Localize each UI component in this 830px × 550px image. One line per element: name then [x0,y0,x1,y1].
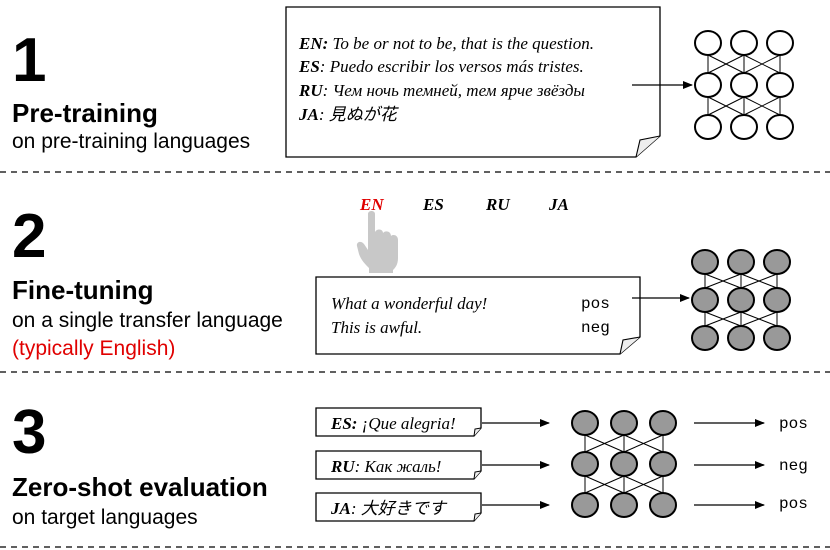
network-node [610,492,638,518]
step-note-finetuning: (typically English) [12,337,176,360]
network-node [691,249,719,275]
input-card-ru [315,450,482,480]
step-title-pretraining: Pre-training [12,98,158,128]
finetuning-example-1: What a wonderful day! [331,294,488,313]
input-card-es [315,407,482,437]
pointing-hand-icon [356,211,398,273]
network-edge [704,273,742,289]
zeroshot-input-cards [315,407,482,522]
network-node [571,410,599,436]
network-finetuned [691,249,791,351]
language-option-es: ES [423,195,444,214]
network-node [691,325,719,351]
language-option-ja: JA [549,195,569,214]
pretraining-document [285,6,661,158]
network-node [766,30,794,56]
pretraining-line-es: ES: Puedo escribir los versos más triste… [299,57,584,76]
zeroshot-output-1: pos [779,415,808,433]
network-node [763,249,791,275]
zeroshot-input-es: ES: ¡Que alegria! [331,414,456,433]
step-subtitle-zeroshot: on target languages [12,506,198,529]
step-number-3: 3 [12,398,47,467]
network-node [610,451,638,477]
network-node [694,72,722,98]
language-option-ru: RU [486,195,510,214]
network-node [571,451,599,477]
network-node [727,249,755,275]
network-edge [707,54,745,74]
network-edge [623,475,664,494]
network-node [766,114,794,140]
pretraining-line-en: EN: To be or not to be, that is the ques… [299,34,594,53]
network-node [727,287,755,313]
finetuning-document [315,276,641,355]
network-edge [704,311,742,327]
finetuning-label-2: neg [581,319,610,337]
network-edge [707,96,745,116]
language-option-en: EN [360,195,384,214]
network-edge [584,475,625,494]
step-title-zeroshot: Zero-shot evaluation [12,472,268,502]
zeroshot-input-ru: RU: Как жаль! [331,457,442,476]
network-edge [743,96,781,116]
network-node [649,410,677,436]
network-node [730,114,758,140]
step-subtitle-finetuning: on a single transfer language [12,309,283,332]
network-node [571,492,599,518]
network-edge [623,434,664,453]
network-node [694,114,722,140]
network-node [649,451,677,477]
pretraining-line-ja: JA: 見ぬが花 [299,105,397,124]
finetuning-example-2: This is awful. [331,318,423,337]
network-node [766,72,794,98]
zeroshot-input-ja: JA: 大好きです [331,499,446,518]
network-node [727,325,755,351]
network-node [694,30,722,56]
network-node [691,287,719,313]
network-pretrained [694,30,794,140]
step-number-2: 2 [12,202,47,271]
network-edge [740,273,778,289]
zeroshot-output-3: pos [779,495,808,513]
network-edge [740,311,778,327]
zeroshot-output-2: neg [779,457,808,475]
network-node [763,325,791,351]
finetuning-label-1: pos [581,295,610,313]
step-subtitle-pretraining: on pre-training languages [12,130,251,153]
step-number-1: 1 [12,26,47,95]
network-node [730,30,758,56]
network-node [730,72,758,98]
network-edge [743,54,781,74]
input-card-ja [315,492,482,522]
network-zeroshot [571,410,677,518]
network-node [763,287,791,313]
network-node [610,410,638,436]
pretraining-line-ru: RU: Чем ночь темней, тем ярче звёзды [299,81,585,100]
network-node [649,492,677,518]
step-title-finetuning: Fine-tuning [12,275,154,305]
network-edge [584,434,625,453]
